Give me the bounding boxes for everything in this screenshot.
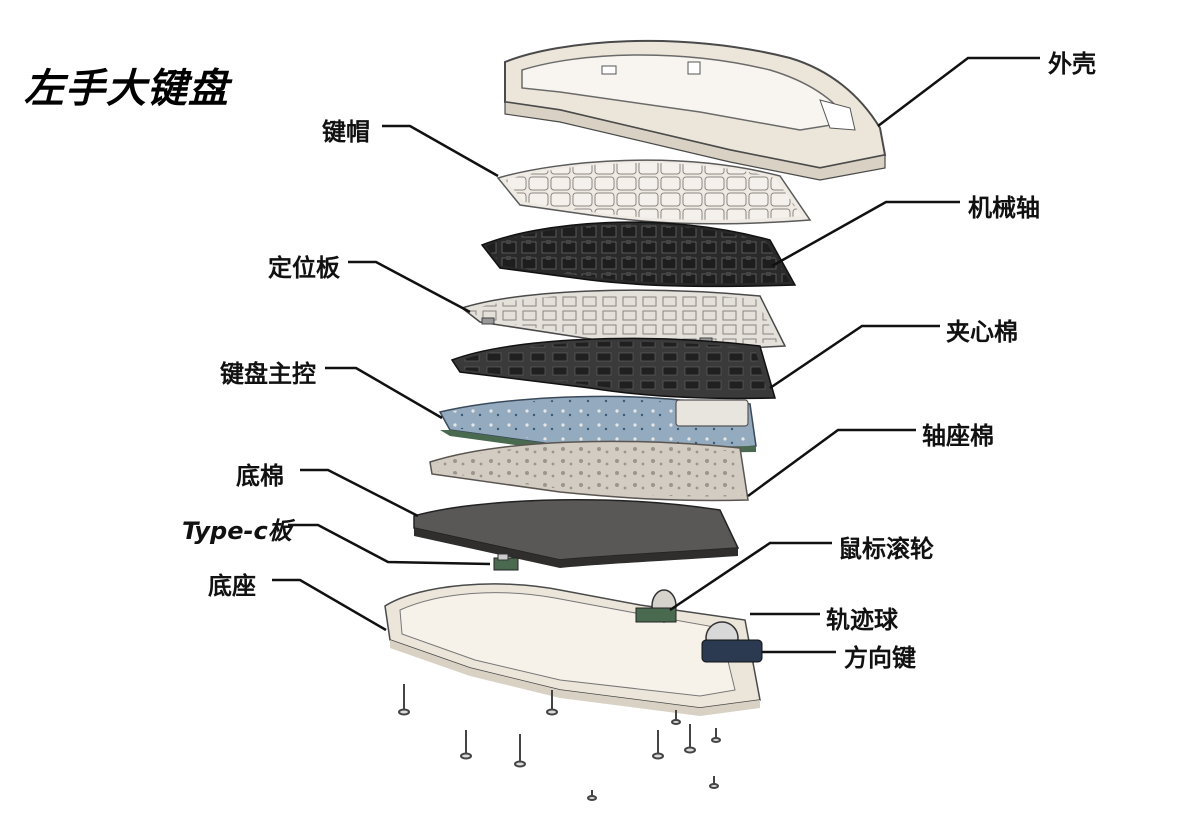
shell-part: [504, 39, 887, 181]
leader-switch-foam: [747, 428, 916, 498]
label-keycaps: 键帽: [322, 118, 370, 146]
label-shell: 外壳: [1048, 50, 1096, 78]
label-sandwich-foam: 夹心棉: [946, 318, 1018, 346]
keycaps-part: [496, 159, 812, 225]
label-base: 底座: [208, 572, 256, 600]
sandwich-foam-part: [450, 337, 776, 400]
leader-pcb: [325, 366, 443, 420]
diagram-title: 左手大键盘: [24, 66, 229, 112]
label-direction-keys: 方向键: [844, 644, 916, 672]
leader-shell: [877, 56, 1040, 127]
screws: [398, 684, 721, 801]
bottom-foam-part: [413, 498, 740, 568]
label-trackball: 轨迹球: [826, 606, 898, 634]
switch-foam-part: [429, 440, 749, 502]
pcb-part: [438, 395, 757, 454]
typec-board-part: [493, 553, 519, 571]
leader-switches: [771, 200, 960, 268]
label-scroll-wheel: 鼠标滚轮: [838, 535, 934, 563]
leader-keycaps: [382, 124, 499, 178]
scroll-wheel-part: [635, 589, 677, 623]
label-switches: 机械轴: [968, 194, 1040, 222]
label-switch-foam: 轴座棉: [922, 422, 994, 450]
label-plate: 定位板: [268, 254, 340, 282]
leader-plate: [348, 260, 471, 314]
label-bottom-foam: 底棉: [236, 462, 284, 490]
label-typec-board: Type-c板: [182, 517, 292, 545]
leader-sandwich-foam: [769, 324, 940, 390]
leader-lines: [272, 56, 1040, 654]
direction-keys-part: [701, 639, 763, 663]
leader-base: [272, 578, 387, 632]
leader-scroll-wheel: [669, 541, 832, 612]
switches-part: [480, 221, 797, 288]
label-main-pcb: 键盘主控: [220, 360, 316, 388]
leader-bottom-foam: [300, 468, 419, 518]
leader-typec: [288, 523, 491, 566]
